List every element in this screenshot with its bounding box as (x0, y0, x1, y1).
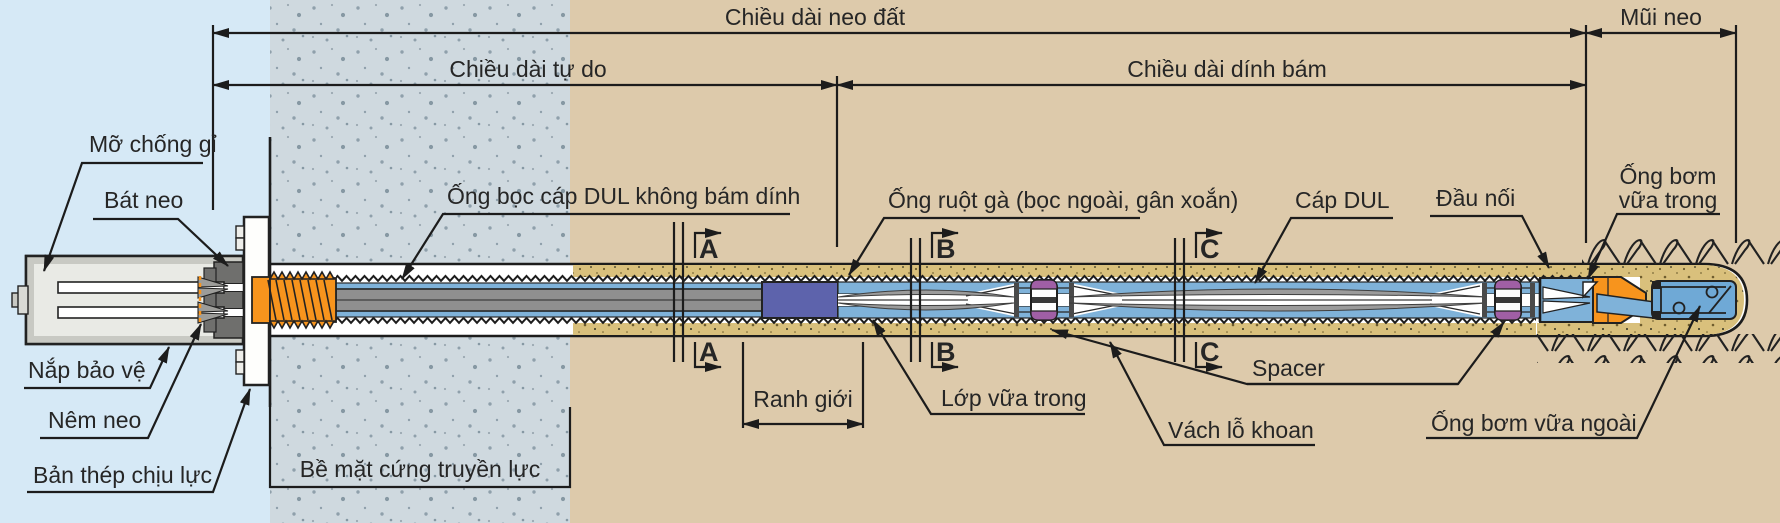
label-inner-grout-pipe-1: Ống bơm (1620, 162, 1717, 189)
leader-lines (24, 161, 1720, 494)
section-b-label-bottom: B (936, 337, 956, 367)
section-b-marker: B B (909, 228, 959, 372)
label-anchor-wedge: Nêm neo (48, 407, 141, 433)
coupler-strand-wedge-bottom (1542, 300, 1591, 314)
label-bearing-plate: Bản thép chịu lực (33, 462, 212, 488)
spacer-assembly-1 (837, 279, 1123, 321)
anchor-head (11, 215, 337, 387)
dim-hard-surface: Bề mặt cứng truyền lực (300, 456, 540, 482)
label-inner-grout-layer: Lớp vữa trong (941, 385, 1087, 411)
section-a-label-top: A (699, 234, 719, 264)
dim-bonded-length: Chiều dài dính bám (1127, 56, 1326, 82)
label-coupler: Đầu nối (1436, 185, 1515, 211)
label-unbonded-sheath: Ống bọc cáp DUL không bám dính (447, 182, 800, 209)
coupler-strand-wedge-top (1542, 286, 1591, 300)
label-protective-cap: Nắp bảo vệ (28, 357, 146, 383)
dimension-lines (211, 25, 1738, 247)
part-labels: Mỡ chống gỉ Bát neo Nắp bảo vệ Nêm neo B… (28, 131, 1717, 488)
section-markers: A A B B C C (672, 222, 1223, 372)
hard-surface-bracket: Bề mặt cứng truyền lực (268, 407, 572, 489)
coupler-and-tip (1538, 276, 1737, 324)
spacer-assembly-2 (1068, 279, 1535, 321)
anchor-barrel-block (213, 261, 244, 339)
dim-boundary: Ranh giới (753, 386, 852, 412)
dim-anchor-tip: Mũi neo (1620, 4, 1702, 30)
inner-grout-pipe-port (1582, 281, 1599, 299)
threaded-tendon (267, 270, 337, 330)
section-b-label-top: B (936, 234, 956, 264)
section-a-label-bottom: A (699, 337, 719, 367)
label-corrugated-duct: Ống ruột gà (bọc ngoài, gân xoắn) (888, 186, 1238, 213)
boundary-block (761, 281, 839, 319)
section-c-label-bottom: C (1200, 337, 1220, 367)
label-anchor-barrel: Bát neo (104, 187, 183, 213)
unbonded-sheath-body (335, 282, 763, 318)
section-c-marker: C C (1173, 228, 1223, 372)
label-outer-grout-pipe: Ống bơm vữa ngoài (1431, 409, 1637, 436)
section-c-label-top: C (1200, 234, 1220, 264)
label-strand: Cáp DUL (1295, 187, 1390, 213)
boundary-dimension: Ranh giới (741, 342, 865, 429)
tendon-orange-collar (251, 276, 271, 324)
plate-bolts (235, 225, 245, 375)
label-spacer: Spacer (1252, 355, 1325, 381)
dim-anchor-length: Chiều dài neo đất (725, 4, 906, 30)
label-grease: Mỡ chống gỉ (89, 131, 217, 157)
soil-hatch (1537, 238, 1780, 363)
section-a-marker: A A (672, 222, 722, 372)
label-inner-grout-pipe-2: vữa trong (1619, 187, 1718, 213)
label-borehole-wall: Vách lỗ khoan (1168, 417, 1314, 443)
anchor-wedges (197, 276, 229, 324)
dim-free-length: Chiều dài tự do (449, 56, 606, 82)
